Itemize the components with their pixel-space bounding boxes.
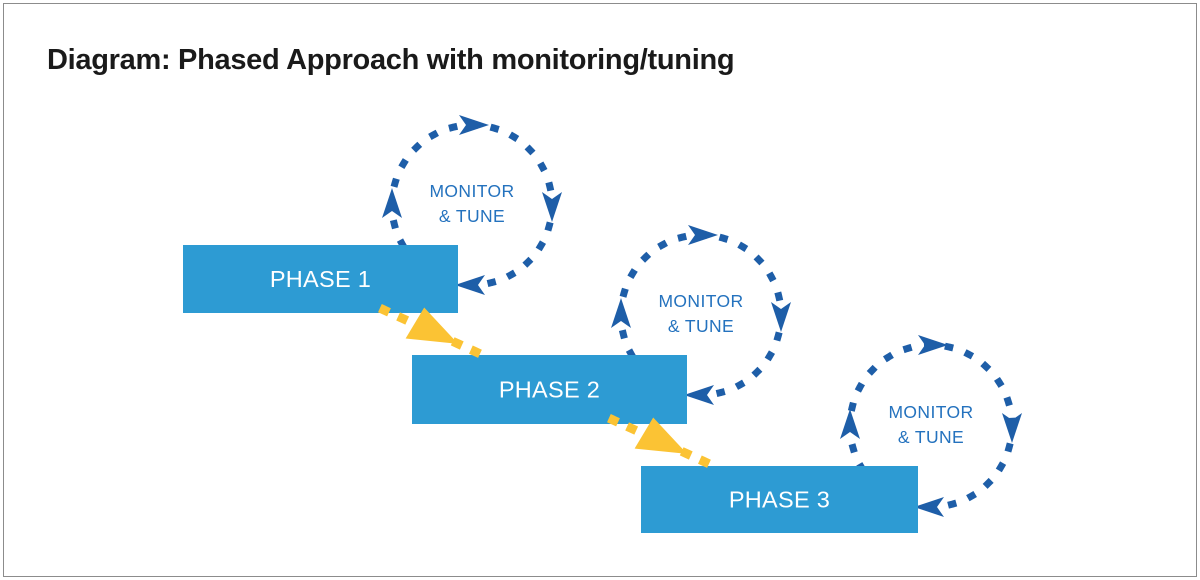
loop-3-label-line1: MONITOR — [888, 402, 973, 422]
loop-3-arrowhead-icon-2 — [1002, 413, 1022, 443]
connector-1-arrowhead-icon — [405, 307, 459, 344]
loop-1-arrowhead-icon-3 — [455, 275, 485, 295]
loop-3-label-line2: & TUNE — [898, 427, 964, 447]
loop-2-arrowhead-icon-1 — [688, 225, 718, 245]
loop-2-arrowhead-icon-4 — [611, 298, 631, 328]
loop-1-arrowhead-icon-1 — [459, 115, 489, 135]
loop-2-label-line2: & TUNE — [668, 316, 734, 336]
page-title: Diagram: Phased Approach with monitoring… — [47, 44, 735, 76]
loop-2-arrowhead-icon-3 — [684, 385, 714, 405]
loop-2-arrowhead-icon-2 — [771, 302, 791, 332]
phase-3-label: PHASE 3 — [729, 487, 830, 513]
phase-3-box — [641, 466, 918, 533]
loop-2-label-line1: MONITOR — [658, 291, 743, 311]
phase-2-label: PHASE 2 — [499, 377, 600, 403]
loop-1-label-line2: & TUNE — [439, 206, 505, 226]
connector-2-arrowhead-icon — [634, 417, 688, 454]
loop-3-arrowhead-icon-4 — [840, 409, 860, 439]
phase-2-box — [412, 355, 687, 424]
phase-1-label: PHASE 1 — [270, 266, 371, 292]
loop-3-arrowhead-icon-3 — [914, 497, 944, 517]
loop-1-arrowhead-icon-2 — [542, 192, 562, 222]
loop-3-arrowhead-icon-1 — [918, 335, 948, 355]
loop-1-arrowhead-icon-4 — [382, 188, 402, 218]
phase-1-box — [183, 245, 458, 313]
loop-1-label-line1: MONITOR — [429, 181, 514, 201]
